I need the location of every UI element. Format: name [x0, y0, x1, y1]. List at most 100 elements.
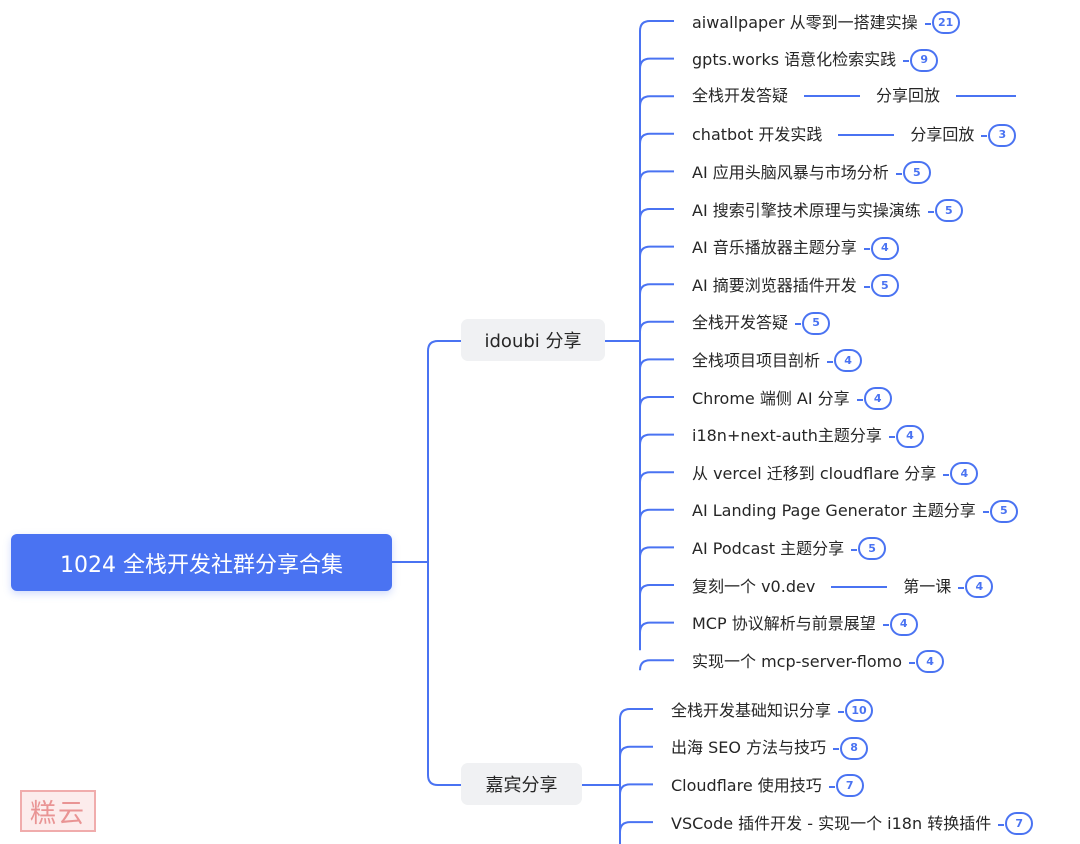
leaf-connector: [639, 358, 674, 370]
leaf-connector: [639, 245, 674, 257]
leaf-connector: [639, 659, 674, 671]
sub-node-label[interactable]: 分享回放: [910, 125, 975, 145]
leaf-label: 出海 SEO 方法与技巧: [671, 738, 827, 758]
collapsed-count-badge[interactable]: 5: [795, 311, 831, 335]
leaf-label: i18n+next-auth主题分享: [692, 426, 882, 446]
leaf-node[interactable]: chatbot 开发实践 分享回放 3: [692, 123, 1017, 147]
sub-connector: [831, 585, 888, 588]
leaf-node[interactable]: 出海 SEO 方法与技巧 8: [671, 736, 869, 760]
leaf-connector: [639, 508, 674, 520]
branch-label: 嘉宾分享: [485, 775, 558, 796]
leaf-node[interactable]: Chrome 端侧 AI 分享 4: [692, 387, 892, 410]
leaf-label: Chrome 端侧 AI 分享: [692, 388, 850, 408]
collapsed-count-badge[interactable]: 4: [827, 349, 863, 373]
leaf-connector: [639, 95, 674, 107]
collapsed-count-badge[interactable]: 4: [909, 650, 945, 674]
leaf-connector: [619, 745, 653, 757]
collapsed-count-badge[interactable]: 4: [863, 236, 899, 260]
leaf-connector: [639, 621, 674, 633]
sub-connector: [838, 134, 895, 137]
leaf-node[interactable]: 全栈开发答疑 分享回放: [692, 86, 1017, 106]
leaf-node[interactable]: MCP 协议解析与前景展望 4: [692, 612, 918, 636]
collapsed-count-badge[interactable]: 3: [981, 123, 1017, 147]
collapsed-count-badge[interactable]: 21: [924, 11, 960, 34]
leaf-node[interactable]: i18n+next-auth主题分享 4: [692, 424, 924, 448]
collapsed-count-badge[interactable]: 4: [943, 462, 979, 486]
leaf-label: 全栈开发基础知识分享: [671, 700, 832, 720]
leaf-label: AI Landing Page Generator 主题分享: [692, 501, 976, 521]
watermark-logo: 糕云: [20, 790, 96, 832]
branch-connector: [427, 562, 461, 786]
leaf-connector: [639, 471, 674, 483]
leaf-label: Cloudflare 使用技巧: [671, 775, 822, 795]
leaf-connector: [639, 20, 674, 32]
root-node-label: 1024 全栈开发社群分享合集: [60, 552, 343, 578]
leaf-connector: [639, 546, 674, 558]
leaf-node[interactable]: AI Landing Page Generator 主题分享 5: [692, 499, 1018, 523]
leaf-connector: [639, 57, 674, 69]
leaf-node[interactable]: AI 音乐播放器主题分享 4: [692, 236, 899, 260]
collapsed-count-badge[interactable]: 9: [903, 48, 939, 72]
leaf-label: AI Podcast 主题分享: [692, 538, 845, 558]
leaf-connector: [639, 283, 674, 295]
leaf-node[interactable]: 从 vercel 迁移到 cloudflare 分享 4: [692, 462, 979, 486]
leaf-node[interactable]: 全栈开发基础知识分享 10: [671, 699, 874, 722]
branch-connector: [427, 340, 461, 562]
branch-node-idoubi[interactable]: idoubi 分享: [461, 319, 605, 361]
collapsed-count-badge[interactable]: 5: [982, 499, 1018, 523]
leaf-label: 从 vercel 迁移到 cloudflare 分享: [692, 463, 937, 483]
sub-node-label[interactable]: 第一课: [903, 576, 952, 596]
leaf-label: VSCode 插件开发 - 实现一个 i18n 转换插件: [671, 813, 992, 833]
leaf-node[interactable]: AI 摘要浏览器插件开发 5: [692, 274, 899, 298]
sub-node-label[interactable]: 分享回放: [876, 86, 941, 106]
collapsed-count-badge[interactable]: 5: [851, 537, 887, 561]
leaf-label: chatbot 开发实践: [692, 125, 823, 145]
leaf-label: 复刻一个 v0.dev: [692, 576, 816, 596]
leaf-label: 全栈开发答疑: [692, 313, 789, 333]
leaf-connector: [619, 708, 653, 720]
collapsed-count-badge[interactable]: 5: [927, 199, 963, 222]
collapsed-count-badge[interactable]: 10: [838, 699, 874, 722]
leaf-node[interactable]: 全栈项目项目剖析 4: [692, 349, 863, 373]
collapsed-count-badge[interactable]: 5: [863, 274, 899, 298]
leaf-node[interactable]: VSCode 插件开发 - 实现一个 i18n 转换插件 7: [671, 812, 1034, 836]
leaf-connector: [639, 584, 674, 596]
leaf-node[interactable]: 全栈开发答疑 5: [692, 311, 831, 335]
watermark-text: 糕云: [29, 798, 86, 829]
leaf-label: gpts.works 语意化检索实践: [692, 50, 897, 70]
leaf-node[interactable]: Cloudflare 使用技巧 7: [671, 774, 864, 798]
expanded-connector: [956, 95, 1017, 98]
leaf-label: AI 摘要浏览器插件开发: [692, 275, 857, 295]
leaf-label: 全栈项目项目剖析: [692, 350, 821, 370]
sub-connector: [804, 95, 861, 98]
leaf-connector: [639, 433, 674, 445]
leaf-node[interactable]: gpts.works 语意化检索实践 9: [692, 48, 939, 72]
leaf-label: AI 音乐播放器主题分享: [692, 238, 857, 258]
leaf-node[interactable]: 复刻一个 v0.dev 第一课 4: [692, 575, 994, 598]
leaf-label: MCP 协议解析与前景展望: [692, 614, 876, 634]
collapsed-count-badge[interactable]: 7: [828, 774, 864, 798]
leaf-label: 实现一个 mcp-server-flomo: [692, 651, 903, 671]
leaf-node[interactable]: 实现一个 mcp-server-flomo 4: [692, 650, 945, 674]
collapsed-count-badge[interactable]: 4: [882, 612, 918, 636]
branch-label: idoubi 分享: [484, 331, 582, 352]
collapsed-count-badge[interactable]: 8: [833, 736, 869, 760]
collapsed-count-badge[interactable]: 4: [856, 387, 892, 410]
leaf-label: 全栈开发答疑: [692, 86, 789, 106]
leaf-connector: [619, 821, 653, 833]
collapsed-count-badge[interactable]: 7: [998, 812, 1034, 836]
leaf-connector: [639, 320, 674, 332]
root-node[interactable]: 1024 全栈开发社群分享合集: [11, 534, 392, 591]
collapsed-count-badge[interactable]: 4: [958, 575, 994, 598]
branch-node-guest[interactable]: 嘉宾分享: [461, 763, 582, 805]
leaf-connector: [639, 132, 674, 144]
leaf-connector: [639, 208, 674, 220]
collapsed-count-badge[interactable]: 5: [895, 161, 931, 185]
leaf-connector: [619, 783, 653, 795]
collapsed-count-badge[interactable]: 4: [888, 424, 924, 448]
leaf-node[interactable]: AI Podcast 主题分享 5: [692, 537, 887, 561]
